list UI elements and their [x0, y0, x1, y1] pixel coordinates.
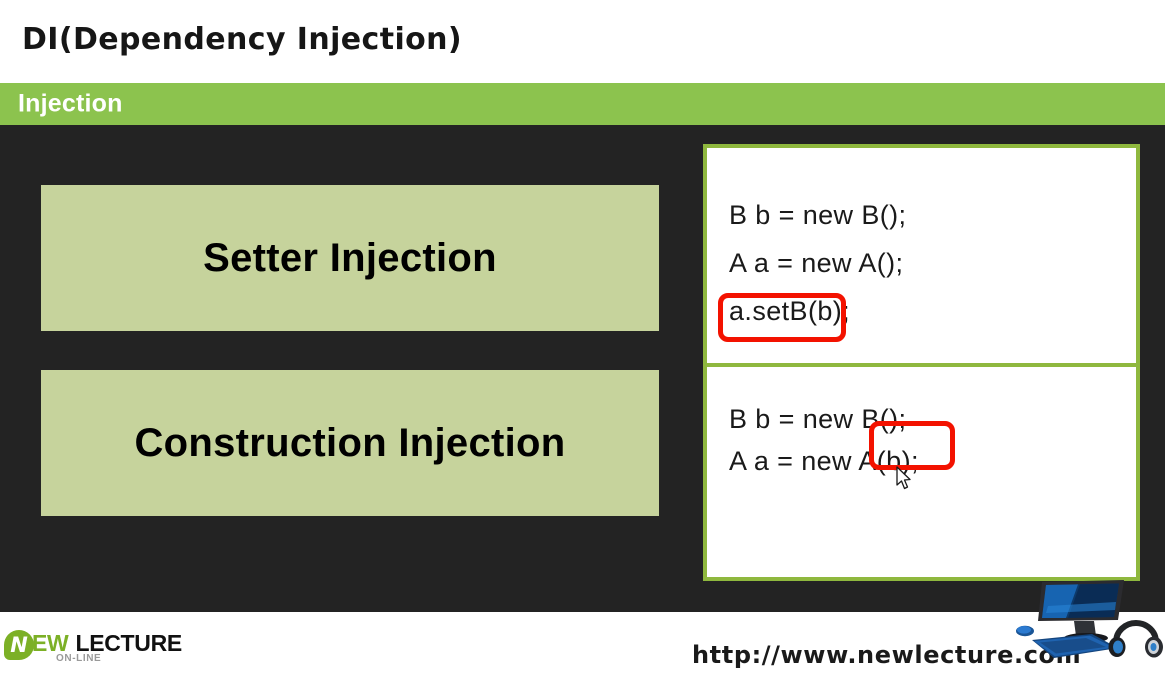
- code-line: B b = new B();: [729, 404, 907, 434]
- code-line: B b = new B();: [729, 200, 907, 230]
- section-banner-label: Injection: [18, 89, 123, 118]
- logo-word-ew: EW: [32, 630, 69, 656]
- highlight-box-constructor-arg: [869, 421, 955, 470]
- code-line-highlighted: a.setB(b);: [729, 296, 851, 326]
- highlight-box-setter-call: [718, 293, 846, 342]
- logo-subtitle: ON-LINE: [56, 653, 102, 664]
- concept-box-setter-injection-label: Setter Injection: [203, 235, 497, 280]
- mouse-cursor-icon: [896, 466, 911, 490]
- construction-injection-code-pane: B b = new B(); A a = new A(b);: [707, 367, 1136, 577]
- logo-bubble-icon: N: [4, 630, 34, 660]
- code-line: A a = new A();: [729, 248, 904, 278]
- code-line-highlighted: A a = new A(b);: [729, 446, 919, 476]
- code-card: B b = new B(); A a = new A(); a.setB(b);…: [703, 144, 1140, 581]
- code-pane-divider: [707, 363, 1136, 367]
- page-title: DI(Dependency Injection): [22, 22, 463, 57]
- concept-box-construction-injection[interactable]: Construction Injection: [41, 370, 659, 516]
- logo-bubble-letter: N: [10, 632, 28, 657]
- section-banner: Injection: [0, 83, 1165, 125]
- footer-url[interactable]: http://www.newlecture.com: [692, 641, 1082, 669]
- concept-box-setter-injection[interactable]: Setter Injection: [41, 185, 659, 331]
- concept-box-construction-injection-label: Construction Injection: [134, 420, 566, 465]
- setter-injection-code-pane: B b = new B(); A a = new A(); a.setB(b);: [707, 148, 1136, 363]
- logo-word-lecture: LECTURE: [75, 630, 182, 656]
